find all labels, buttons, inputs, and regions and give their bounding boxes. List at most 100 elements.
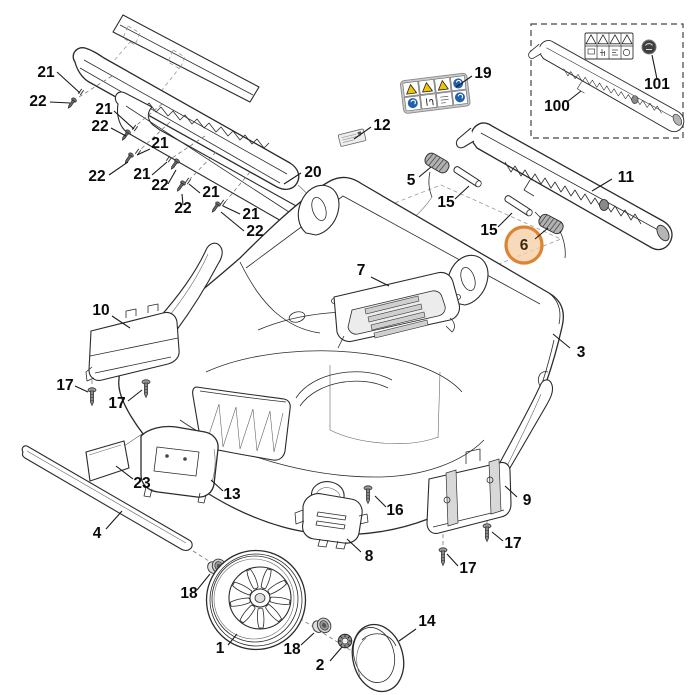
svg-text:12: 12 xyxy=(373,117,390,134)
callout-8[interactable]: 8 xyxy=(346,538,374,565)
part-13-flap-art xyxy=(140,425,219,504)
svg-text:22: 22 xyxy=(174,200,191,217)
callout-20[interactable]: 20 xyxy=(283,164,322,185)
callout-22-f[interactable]: 22 xyxy=(220,211,264,240)
screw-17-icon xyxy=(482,523,492,542)
part-1-wheel-art xyxy=(205,549,307,651)
svg-text:11: 11 xyxy=(618,169,635,186)
callout-11[interactable]: 11 xyxy=(591,169,635,192)
svg-text:21: 21 xyxy=(95,101,113,118)
callout-17-a[interactable]: 17 xyxy=(56,377,89,394)
callout-21-e[interactable]: 21 xyxy=(188,183,220,201)
callout-6-selected[interactable]: 6 xyxy=(520,227,549,254)
screw-17-icon xyxy=(87,387,97,406)
callout-17-b[interactable]: 17 xyxy=(108,389,143,412)
callout-7[interactable]: 7 xyxy=(357,262,390,287)
part-15-pin-icon xyxy=(503,194,534,218)
part-12-model-plate-art xyxy=(337,128,367,147)
callout-100[interactable]: 100 xyxy=(544,90,582,115)
svg-text:23: 23 xyxy=(133,475,151,492)
svg-text:22: 22 xyxy=(88,168,105,185)
svg-text:13: 13 xyxy=(223,486,241,503)
callout-5[interactable]: 5 xyxy=(407,166,432,189)
svg-text:16: 16 xyxy=(386,502,404,519)
svg-text:17: 17 xyxy=(504,535,521,552)
callout-13[interactable]: 13 xyxy=(210,479,241,503)
callout-1[interactable]: 1 xyxy=(216,633,238,657)
part-19-safety-label-art xyxy=(400,72,471,114)
callout-12[interactable]: 12 xyxy=(353,117,391,140)
svg-text:101: 101 xyxy=(644,76,670,93)
svg-text:1: 1 xyxy=(216,640,225,657)
svg-text:22: 22 xyxy=(246,223,263,240)
part-14-hubcap-art xyxy=(351,623,405,693)
keep-bystanders-away-icon xyxy=(600,49,605,56)
callout-22-e[interactable]: 22 xyxy=(174,193,192,217)
callout-21-a[interactable]: 21 xyxy=(37,64,81,94)
part-4-axle-art xyxy=(21,445,193,552)
svg-text:22: 22 xyxy=(91,118,108,135)
svg-text:17: 17 xyxy=(459,560,476,577)
callout-14[interactable]: 14 xyxy=(398,613,436,642)
inset-variant-box xyxy=(528,23,685,139)
keep-bystanders-away-icon xyxy=(425,98,434,106)
part-6-spring-art xyxy=(534,211,566,259)
svg-text:10: 10 xyxy=(92,302,109,319)
callout-21-d[interactable]: 21 xyxy=(133,161,168,183)
svg-text:21: 21 xyxy=(242,206,260,223)
svg-text:22: 22 xyxy=(29,93,46,110)
callout-22-a[interactable]: 22 xyxy=(29,93,71,110)
part-5-spring-art xyxy=(422,150,452,198)
screw-17-icon xyxy=(438,547,448,566)
part-15-pin-icon xyxy=(452,165,483,189)
part-9-bracket-art xyxy=(426,371,554,566)
svg-text:20: 20 xyxy=(304,164,321,181)
dark-round-badge-icon xyxy=(641,39,657,55)
callout-19[interactable]: 19 xyxy=(455,65,492,88)
callouts-layer: 21 22 21 22 21 22 21 22 21 22 21 22 20 1… xyxy=(29,54,670,674)
callout-2[interactable]: 2 xyxy=(316,646,343,674)
callout-18-a[interactable]: 18 xyxy=(180,573,211,602)
callout-21-c[interactable]: 21 xyxy=(136,135,169,156)
svg-text:21: 21 xyxy=(37,64,55,81)
part-18-bushing-icon xyxy=(310,614,334,638)
callout-4[interactable]: 4 xyxy=(93,510,123,542)
part-2-star-washer-art xyxy=(337,633,353,649)
callout-17-c[interactable]: 17 xyxy=(491,531,522,552)
callout-16[interactable]: 16 xyxy=(374,495,404,519)
svg-text:18: 18 xyxy=(283,641,301,658)
svg-text:4: 4 xyxy=(93,525,102,542)
svg-text:21: 21 xyxy=(202,184,220,201)
callout-101[interactable]: 101 xyxy=(644,54,670,93)
callout-22-d[interactable]: 22 xyxy=(151,169,177,194)
callout-23[interactable]: 23 xyxy=(115,465,151,492)
svg-text:15: 15 xyxy=(437,194,455,211)
callout-15-a[interactable]: 15 xyxy=(437,185,470,211)
read-manual-icon xyxy=(587,48,595,55)
callout-3[interactable]: 3 xyxy=(552,333,586,361)
callout-22-c[interactable]: 22 xyxy=(88,161,129,185)
rotating-blade-icon xyxy=(622,48,631,57)
svg-text:14: 14 xyxy=(418,613,436,630)
svg-text:19: 19 xyxy=(474,65,492,82)
callout-21-b[interactable]: 21 xyxy=(95,101,135,130)
callout-22-b[interactable]: 22 xyxy=(91,118,127,137)
callout-21-f[interactable]: 21 xyxy=(222,205,260,223)
stop-engine-icon xyxy=(612,49,618,56)
svg-text:22: 22 xyxy=(151,177,168,194)
svg-text:6: 6 xyxy=(520,237,529,254)
svg-text:17: 17 xyxy=(56,377,73,394)
callout-10[interactable]: 10 xyxy=(92,302,131,329)
svg-text:100: 100 xyxy=(544,98,570,115)
part-101-safety-label-art xyxy=(584,32,657,60)
svg-text:18: 18 xyxy=(180,585,198,602)
selected-part-highlight-ring[interactable] xyxy=(504,225,544,265)
callout-17-d[interactable]: 17 xyxy=(446,553,477,577)
callout-15-b[interactable]: 15 xyxy=(480,212,513,239)
part-20-flap-assembly-art xyxy=(65,14,304,226)
callout-18-b[interactable]: 18 xyxy=(283,632,315,658)
svg-text:9: 9 xyxy=(523,492,532,509)
callout-9[interactable]: 9 xyxy=(504,485,532,509)
